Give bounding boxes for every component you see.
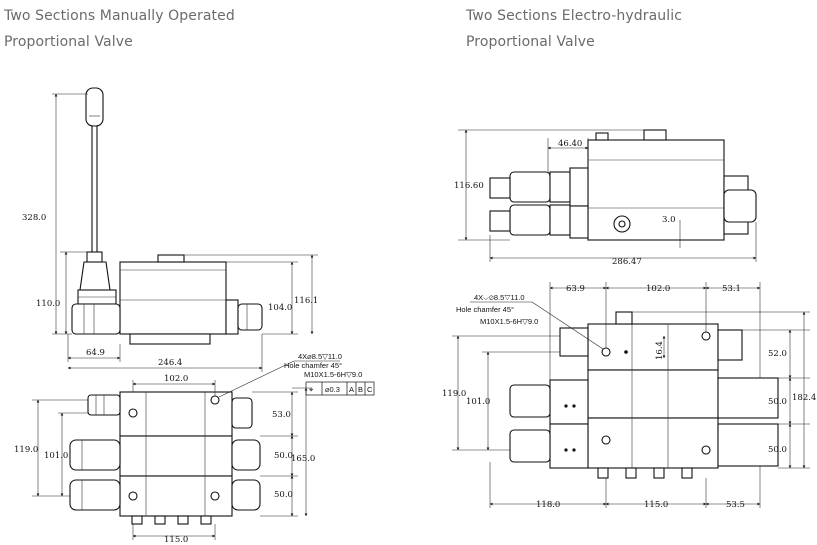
dim-left-top-50b: 50.0 <box>274 490 293 500</box>
tol-value: ⌀0.3 <box>325 385 340 394</box>
dim-right-top-53b: 53.5 <box>726 500 745 510</box>
left-top-view: 102.0 4X⌀8.5▽11.0 Hole chamfer 45° M10X1… <box>14 352 375 545</box>
dim-right-286: 286.47 <box>612 257 642 267</box>
dim-left-top-119: 119.0 <box>14 445 38 455</box>
dim-left-top-101: 101.0 <box>44 451 68 461</box>
dim-right-116: 116.60 <box>454 181 484 191</box>
dim-right-top-52: 52.0 <box>768 349 787 359</box>
lever-handle <box>77 87 117 305</box>
left-chamfer-note: Hole chamfer 45° <box>284 361 342 370</box>
dim-left-64: 64.9 <box>86 348 105 358</box>
left-caption-line1: Two Sections Manually Operated <box>4 8 235 24</box>
left-caption: Two Sections Manually Operated Proportio… <box>4 3 235 55</box>
dim-left-110: 110.0 <box>36 299 60 309</box>
dim-right-top-101: 101.0 <box>466 397 490 407</box>
dim-right-top-115: 115.0 <box>644 500 668 510</box>
dim-left-246: 246.4 <box>158 358 182 368</box>
tol-symbol: ⌖ <box>309 385 314 394</box>
dim-right-top-119: 119.0 <box>442 389 466 399</box>
dim-right-top-118: 118.0 <box>536 500 560 510</box>
dim-right-46: 46.40 <box>558 139 582 149</box>
dim-right-top-102: 102.0 <box>646 284 670 294</box>
tolerance-frame: ⌖ ⌀0.3 A B C <box>305 381 375 396</box>
dim-right-top-53: 53.1 <box>722 284 741 294</box>
dim-right-top-50b: 50.0 <box>768 445 787 455</box>
right-caption-line2: Proportional Valve <box>466 34 595 50</box>
right-top-view: 63.9 102.0 53.1 4X⌵⌀8.5▽11.0 Hole chamfe… <box>442 282 816 510</box>
left-thread-note: M10X1.5-6H▽9.0 <box>304 370 362 379</box>
dim-left-top-115: 115.0 <box>164 535 188 545</box>
dim-left-116: 116.1 <box>294 296 318 306</box>
dim-right-top-182: 182.4 <box>792 393 816 403</box>
right-caption: Two Sections Electro-hydraulic Proportio… <box>466 3 682 55</box>
left-caption-line2: Proportional Valve <box>4 34 133 50</box>
right-caption-line1: Two Sections Electro-hydraulic <box>466 8 683 24</box>
dim-right-3: 3.0 <box>662 215 676 225</box>
dim-left-top-102: 102.0 <box>164 374 188 384</box>
left-valve-body <box>119 261 227 335</box>
dim-right-top-16: 16.4 <box>655 341 665 360</box>
dim-right-top-63: 63.9 <box>566 284 585 294</box>
dim-left-104: 104.0 <box>268 303 292 313</box>
dim-right-top-50a: 50.0 <box>768 397 787 407</box>
left-hole-note: 4X⌀8.5▽11.0 <box>298 352 342 361</box>
tol-b: B <box>358 385 363 394</box>
dim-left-top-165: 165.0 <box>291 454 315 464</box>
dim-left-328: 328.0 <box>22 213 46 223</box>
right-thread-note: M10X1.5-6H▽9.0 <box>480 317 538 326</box>
left-base-block <box>71 303 121 335</box>
dim-left-top-50a: 50.0 <box>274 451 293 461</box>
right-hole-note: 4X⌵⌀8.5▽11.0 <box>474 293 525 302</box>
left-side-view: 328.0 110.0 104.0 116.1 64.9 246.4 <box>22 87 318 372</box>
right-chamfer-note: Hole chamfer 45° <box>456 305 514 314</box>
right-valve-body <box>587 139 725 241</box>
right-side-view: 46.40 116.60 3.0 286.47 <box>454 129 757 267</box>
tol-c: C <box>367 385 373 394</box>
tol-a: A <box>349 385 354 394</box>
dim-left-top-53: 53.0 <box>272 410 291 420</box>
